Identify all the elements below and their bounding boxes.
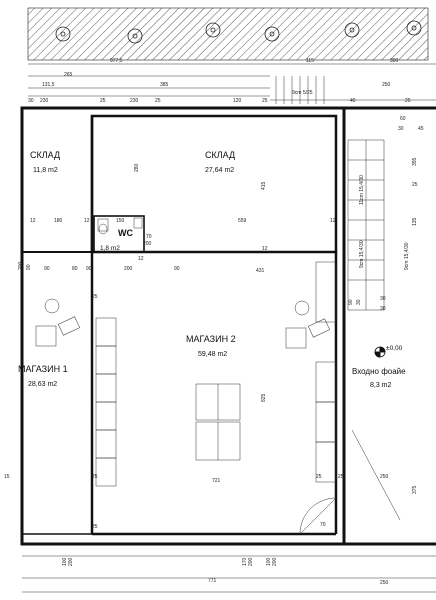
stair-upper xyxy=(347,139,385,311)
dim-label: 60 xyxy=(400,116,406,122)
dim-label: 385 xyxy=(160,82,169,88)
dim-label: 25 xyxy=(338,474,344,480)
dim-label: 30 xyxy=(380,296,386,302)
dim-label: 12 xyxy=(138,256,144,262)
door-swings xyxy=(299,429,401,535)
dim-label: 355 xyxy=(412,157,418,166)
room-magazin1-area: 28,63 m2 xyxy=(28,381,57,388)
dim-label: 45 xyxy=(418,126,424,132)
dim-label: 977,5 xyxy=(110,58,123,64)
bottom-dimension-lines xyxy=(22,555,436,593)
dim-label: 25 xyxy=(100,98,106,104)
dim-label: 825 xyxy=(261,393,267,402)
wc-fixture xyxy=(97,217,143,235)
center-display-tables xyxy=(195,383,241,461)
level-marker-icon xyxy=(374,346,386,358)
dim-label: 200 xyxy=(248,557,254,566)
dim-label: 200 xyxy=(124,266,133,272)
dim-label: 200 xyxy=(143,241,152,247)
dim-label: 100 xyxy=(266,557,272,566)
dim-label: 25 xyxy=(316,474,322,480)
cashier-desk-magazin2 xyxy=(285,300,331,349)
dim-label: 25 xyxy=(92,524,98,530)
dim-label: 30 xyxy=(28,98,34,104)
dim-label: 70 xyxy=(146,234,152,240)
dim-label: 200 xyxy=(272,557,278,566)
dimension-labels: 977,5 115 300 131,5 265 385 250 230 120 … xyxy=(4,58,424,586)
dim-label: 180 xyxy=(54,218,63,224)
dim-label: 280 xyxy=(134,163,140,172)
dim-label: 135 xyxy=(412,217,418,226)
stair-note-lower3: 9cm 15,4/30 xyxy=(404,242,410,270)
dim-label: 30 xyxy=(380,306,386,312)
dim-label: 25 xyxy=(92,294,98,300)
room-sklad-center-name: СКЛАД xyxy=(205,150,235,160)
dim-label: 375 xyxy=(412,485,418,494)
dim-label: 131,5 xyxy=(42,82,55,88)
room-magazin2-area: 59,48 m2 xyxy=(198,351,227,358)
top-dimension-lines xyxy=(28,63,436,101)
stair-note-lower1: 11cm 15,4/30 xyxy=(359,175,365,205)
dim-label: 30 xyxy=(398,126,404,132)
shelves-right xyxy=(315,261,337,483)
stair-entrance xyxy=(275,76,325,104)
dim-label: 200 xyxy=(18,261,24,270)
dim-label: 115 xyxy=(306,58,314,64)
dim-label: 771 xyxy=(208,578,217,584)
room-wc-area: 1,8 m2 xyxy=(100,245,120,252)
dim-label: 230 xyxy=(130,98,139,104)
dim-label: 70 xyxy=(320,522,326,528)
dim-label: 250 xyxy=(382,82,391,88)
room-sklad-left-name: СКЛАД xyxy=(30,150,60,160)
dim-label: 25 xyxy=(405,98,411,104)
dim-label: 250 xyxy=(380,580,389,586)
stair-note-lower2: 9cm 15,4/30 xyxy=(359,240,365,268)
sidewalk-hatch xyxy=(27,7,429,61)
room-magazin1-name: МАГАЗИН 1 xyxy=(18,364,68,374)
dim-label: 559 xyxy=(238,218,247,224)
dim-label: 265 xyxy=(64,72,73,78)
room-magazin2-name: МАГАЗИН 2 xyxy=(186,334,236,344)
shelves-left xyxy=(95,317,117,487)
dim-label: 300 xyxy=(390,58,399,64)
dim-label: 170 xyxy=(242,557,248,566)
room-foyer-level: ±0,00 xyxy=(386,345,403,352)
dim-label: 25 xyxy=(155,98,161,104)
dim-label: 12 xyxy=(330,218,336,224)
dim-label: 12 xyxy=(262,246,268,252)
trees xyxy=(55,20,422,44)
room-foyer-area: 8,3 m2 xyxy=(370,382,392,389)
room-sklad-center-area: 27,64 m2 xyxy=(205,167,234,174)
dim-label: 415 xyxy=(261,181,267,190)
dim-label: 90 xyxy=(26,264,32,270)
dim-label: 12 xyxy=(30,218,36,224)
room-sklad-left-area: 11,8 m2 xyxy=(33,167,58,174)
room-wc-name: WC xyxy=(118,228,133,238)
dim-label: 25 xyxy=(92,474,98,480)
room-foyer-name: Входно фоайе xyxy=(352,367,406,376)
dim-label: 12 xyxy=(84,218,90,224)
dim-label: 230 xyxy=(40,98,49,104)
dim-label: 90 xyxy=(44,266,50,272)
dim-label: 80 xyxy=(72,266,78,272)
dim-label: 250 xyxy=(380,474,389,480)
dim-label: 150 xyxy=(116,218,125,224)
dim-label: 120 xyxy=(233,98,242,104)
dim-label: 15 xyxy=(4,474,10,480)
interior-walls xyxy=(22,114,345,544)
dim-label: 30 xyxy=(356,299,362,305)
stair-note-top: 9cm 5/25 xyxy=(292,90,313,96)
dim-label: 90 xyxy=(86,266,92,272)
dim-label: 431 xyxy=(256,268,265,274)
dim-label: 200 xyxy=(68,557,74,566)
dim-label: 100 xyxy=(62,557,68,566)
dim-label: 90 xyxy=(174,266,180,272)
dim-label: 90 xyxy=(348,299,354,305)
dim-label: 721 xyxy=(212,478,221,484)
dim-label: 45 xyxy=(350,98,356,104)
cashier-desk-magazin1 xyxy=(35,298,81,347)
dim-label: 25 xyxy=(262,98,268,104)
dim-label: 25 xyxy=(412,182,418,188)
